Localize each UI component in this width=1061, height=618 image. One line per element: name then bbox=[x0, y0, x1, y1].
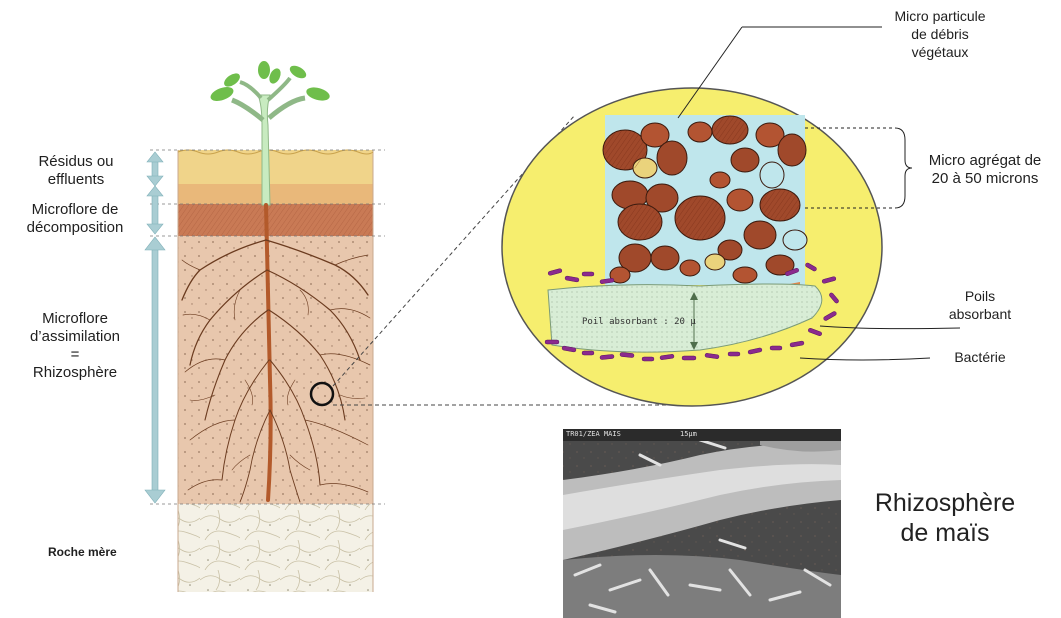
label-poil-absorbant-size: Poil absorbant : 20 µ bbox=[582, 317, 696, 327]
label-assimilation: Microflore d’assimilation = Rhizosphère bbox=[10, 310, 140, 382]
sem-scale-text: 15µm bbox=[680, 430, 697, 438]
label-poils-line2: absorbant bbox=[930, 305, 1030, 323]
label-poils-line1: Poils bbox=[930, 287, 1030, 305]
label-assimilation-line1: Microflore bbox=[10, 310, 140, 328]
layer-arrows bbox=[145, 152, 165, 503]
label-micro-particule-line3: végétaux bbox=[885, 43, 995, 61]
sem-header-text: TR01/ZEA MAIS bbox=[566, 430, 621, 438]
label-decomposition-line1: Microflore de bbox=[10, 201, 140, 219]
label-decomposition: Microflore de décomposition bbox=[10, 201, 140, 237]
label-decomposition-line2: décomposition bbox=[10, 219, 140, 237]
label-residus: Résidus ou effluents bbox=[14, 153, 138, 189]
label-roche-mere: Roche mère bbox=[48, 545, 117, 559]
label-assimilation-line2: d’assimilation bbox=[10, 328, 140, 346]
caption-rhizosphere-mais: Rhizosphère de maïs bbox=[855, 488, 1035, 548]
label-micro-particule-line2: de débris bbox=[885, 25, 995, 43]
label-residus-line2: effluents bbox=[14, 171, 138, 189]
caption-line2: de maïs bbox=[855, 518, 1035, 548]
label-micro-agregat: Micro agrégat de 20 à 50 microns bbox=[915, 152, 1055, 188]
litter-layer bbox=[178, 150, 373, 184]
sem-micrograph bbox=[563, 429, 841, 618]
label-micro-particule: Micro particule de débris végétaux bbox=[885, 7, 995, 61]
caption-line1: Rhizosphère bbox=[855, 488, 1035, 518]
magnified-view bbox=[502, 88, 882, 406]
label-residus-line1: Résidus ou bbox=[14, 153, 138, 171]
label-bacterie: Bactérie bbox=[940, 348, 1020, 366]
label-micro-agregat-line2: 20 à 50 microns bbox=[915, 170, 1055, 188]
litter-transition-layer bbox=[178, 184, 373, 204]
label-rhizosphere: Rhizosphère bbox=[10, 364, 140, 382]
label-poils-absorbant: Poils absorbant bbox=[930, 287, 1030, 323]
label-micro-particule-line1: Micro particule bbox=[885, 7, 995, 25]
label-assimilation-equals: = bbox=[10, 346, 140, 364]
label-micro-agregat-line1: Micro agrégat de bbox=[915, 152, 1055, 170]
